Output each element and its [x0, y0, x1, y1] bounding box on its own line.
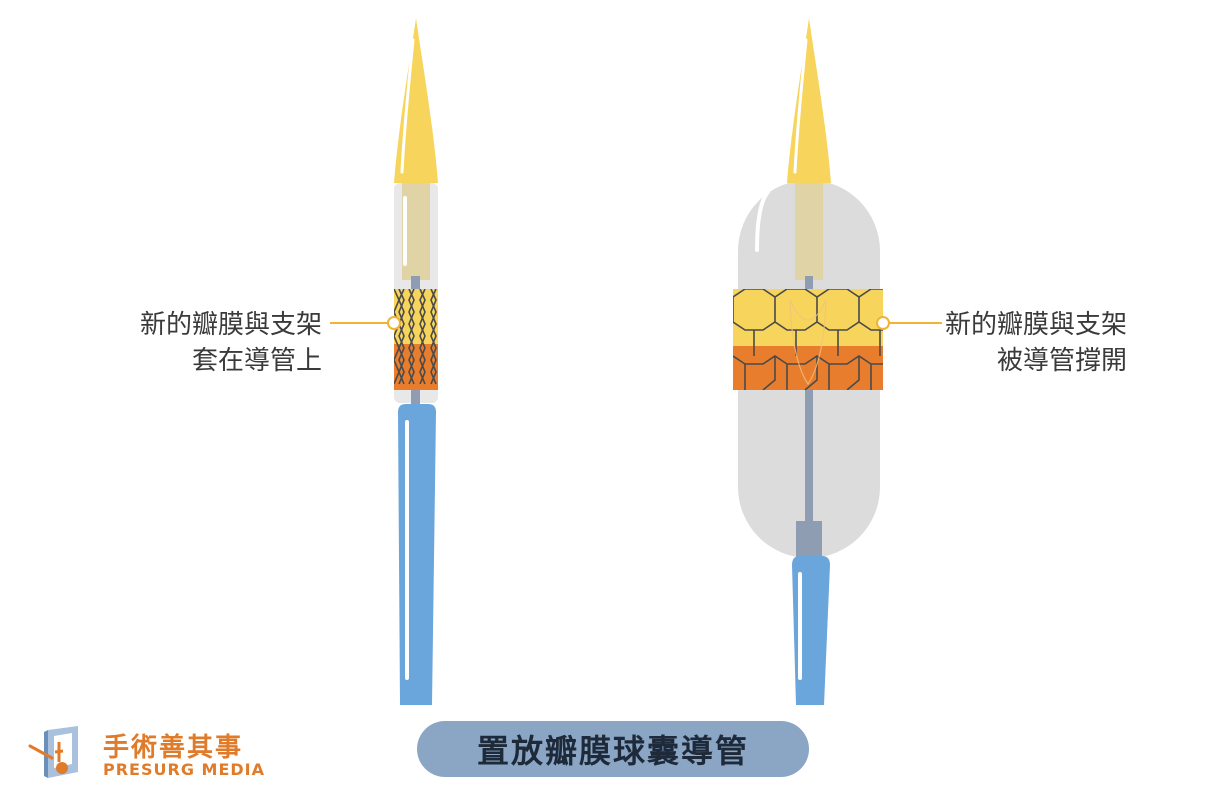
- connector-dot-left: [387, 316, 401, 330]
- label-crimped: 新的瓣膜與支架 套在導管上: [140, 307, 322, 379]
- catheter-tip: [394, 18, 438, 183]
- catheter-body-right: [792, 556, 830, 705]
- title-text: 置放瓣膜球囊導管: [476, 732, 749, 770]
- connector-dot-right: [876, 316, 890, 330]
- label-crimped-line2: 套在導管上: [191, 346, 322, 376]
- title-pill: 置放瓣膜球囊導管: [417, 721, 809, 777]
- expanded-valve-stent: [733, 289, 883, 390]
- brand-name-en: PRESURG MEDIA: [103, 760, 265, 779]
- crimped-catheter: [330, 18, 438, 705]
- inner-shaft-right: [795, 183, 823, 280]
- brand-name-cn: 手術善其事: [103, 733, 244, 763]
- label-crimped-line1: 新的瓣膜與支架: [139, 310, 322, 340]
- brand-logo: 手術善其事 PRESURG MEDIA: [28, 724, 268, 784]
- label-expanded-line2: 被導管撐開: [997, 346, 1128, 376]
- catheter-body: [398, 404, 436, 705]
- guide-wire-right: [805, 276, 813, 526]
- brand-book-icon: [28, 726, 78, 778]
- expanded-catheter: [733, 18, 942, 705]
- label-expanded-line1: 新的瓣膜與支架: [945, 310, 1128, 340]
- crimped-valve-stent: [394, 289, 438, 390]
- label-expanded: 新的瓣膜與支架 被導管撐開: [945, 307, 1127, 379]
- catheter-tip-right: [787, 18, 831, 183]
